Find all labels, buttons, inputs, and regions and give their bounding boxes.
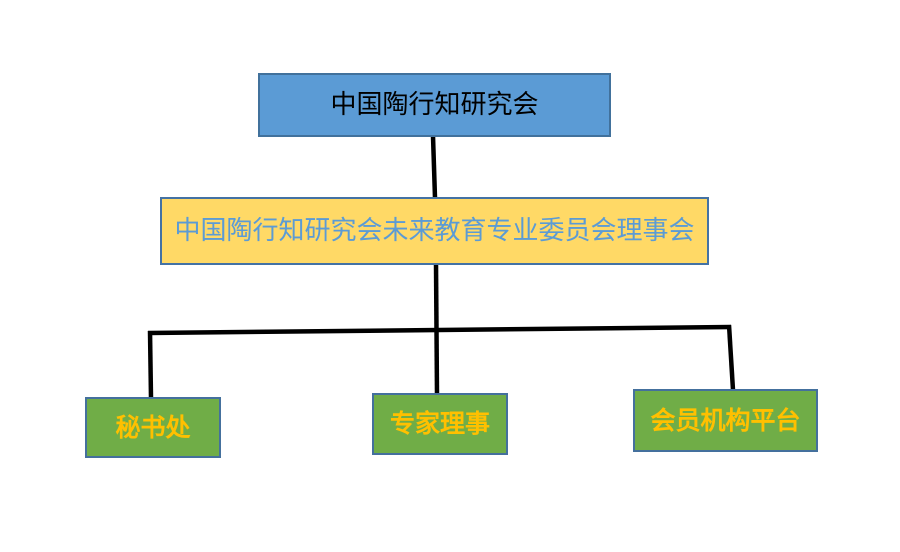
connector-council-members bbox=[726, 324, 736, 391]
node-members: 会员机构平台 bbox=[633, 389, 818, 452]
connector-rail bbox=[147, 324, 732, 336]
node-root: 中国陶行知研究会 bbox=[258, 73, 611, 137]
connector-council-secretariat bbox=[147, 330, 154, 399]
node-members-label: 会员机构平台 bbox=[650, 405, 801, 435]
node-experts: 专家理事 bbox=[372, 393, 508, 455]
node-secretariat-label: 秘书处 bbox=[115, 412, 191, 442]
connector-root-council bbox=[430, 135, 438, 199]
node-root-label: 中国陶行知研究会 bbox=[330, 89, 539, 120]
node-council-label: 中国陶行知研究会未来教育专业委员会理事会 bbox=[174, 215, 695, 246]
node-council: 中国陶行知研究会未来教育专业委员会理事会 bbox=[160, 197, 709, 265]
node-secretariat: 秘书处 bbox=[85, 397, 221, 458]
node-experts-label: 专家理事 bbox=[389, 409, 490, 439]
